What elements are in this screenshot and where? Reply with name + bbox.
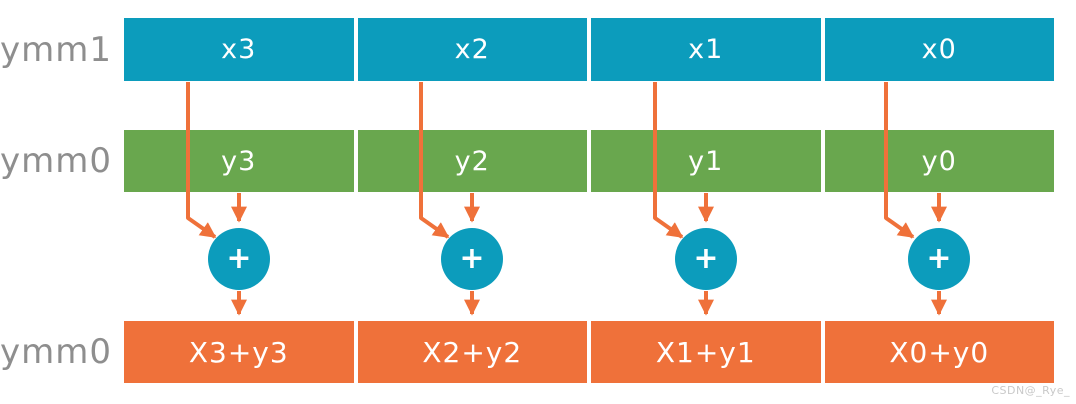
add-operator-circle-1: + <box>208 228 270 290</box>
add-operator-circle-3: + <box>675 228 737 290</box>
cell-x0-plus-y0: X0+y0 <box>824 321 1054 383</box>
cell-x3-plus-y3: X3+y3 <box>124 321 354 383</box>
cell-y2: y2 <box>357 130 587 192</box>
cell-x2: x2 <box>357 18 587 81</box>
register-row-ymm1: x3 x2 x1 x0 <box>124 18 1054 81</box>
watermark-text: CSDN@_Rye_ <box>991 384 1070 397</box>
cell-x1: x1 <box>591 18 821 81</box>
register-label-ymm0-result: ymm0 <box>0 332 112 372</box>
add-operator-circle-2: + <box>441 228 503 290</box>
cell-y0: y0 <box>824 130 1054 192</box>
register-label-ymm1: ymm1 <box>0 29 112 70</box>
cell-y3: y3 <box>124 130 354 192</box>
add-operator-circle-4: + <box>908 228 970 290</box>
cell-x2-plus-y2: X2+y2 <box>357 321 587 383</box>
register-row-ymm0-result: X3+y3 X2+y2 X1+y1 X0+y0 <box>124 321 1054 383</box>
cell-y1: y1 <box>591 130 821 192</box>
cell-x0: x0 <box>824 18 1054 81</box>
cell-x1-plus-y1: X1+y1 <box>591 321 821 383</box>
cell-x3: x3 <box>124 18 354 81</box>
register-label-ymm0-source: ymm0 <box>0 141 112 181</box>
register-row-ymm0-source: y3 y2 y1 y0 <box>124 130 1054 192</box>
